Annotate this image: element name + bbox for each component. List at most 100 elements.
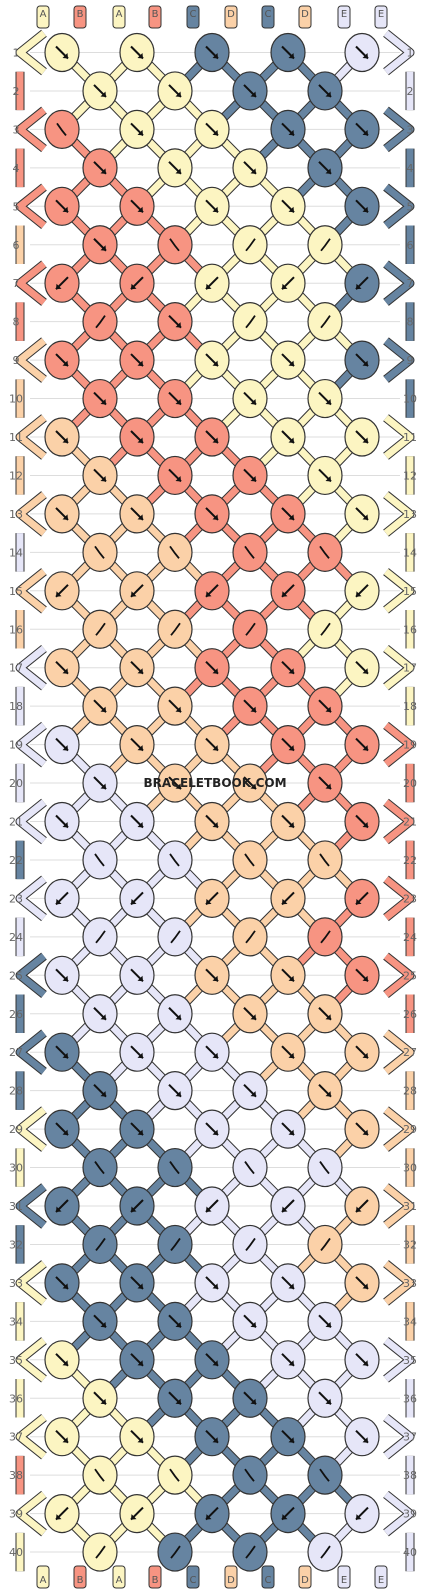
knot-arrowhead: [62, 206, 68, 213]
row-label-left: 29: [9, 1123, 23, 1136]
edge-thread: [383, 722, 414, 767]
knot: [119, 263, 155, 303]
knot-arrow-icon: [56, 122, 67, 136]
knot-arrowhead: [288, 360, 294, 367]
knot: [157, 1224, 193, 1265]
knot: [232, 1455, 268, 1495]
row-label-right: 12: [403, 469, 417, 482]
knot: [119, 340, 155, 380]
edge-thread: [383, 799, 414, 844]
row-label-left: 14: [9, 546, 23, 559]
knot-arrowhead: [356, 283, 362, 290]
knot: [344, 724, 380, 765]
string-label-top: C: [265, 9, 272, 20]
knot-arrow-icon: [319, 1468, 330, 1482]
knot-arrowhead: [288, 975, 294, 982]
string-label-bottom: C: [190, 1575, 197, 1586]
knot-arrowhead: [288, 129, 294, 136]
row-label-right: 15: [403, 585, 417, 598]
knot: [270, 186, 306, 226]
knot: [344, 186, 380, 226]
knot: [44, 1493, 80, 1534]
string-label-top: A: [40, 9, 47, 20]
knot-arrow-icon: [95, 622, 106, 636]
knot: [157, 302, 193, 342]
knot: [194, 263, 230, 303]
knot-arrowhead: [62, 1437, 68, 1443]
knot-arrowhead: [62, 1129, 68, 1136]
knot: [44, 1032, 80, 1072]
knot-arrowhead: [212, 975, 218, 982]
row-label-right: 23: [403, 892, 417, 905]
knot-arrowhead: [212, 53, 218, 59]
knot-arrowhead: [362, 975, 368, 982]
knot-arrowhead: [175, 1321, 181, 1328]
string-tag-bottom: [112, 1565, 126, 1589]
knot: [194, 186, 230, 226]
knot: [194, 878, 230, 919]
knot: [194, 1109, 230, 1149]
string-label-bottom: D: [301, 1575, 309, 1586]
knot: [82, 1378, 118, 1418]
knot: [82, 994, 118, 1034]
row-label-left: 25: [9, 969, 23, 982]
knot: [119, 1109, 155, 1149]
knot: [232, 1301, 268, 1341]
knot-arrowhead: [137, 975, 143, 982]
edge-thread: [16, 415, 47, 459]
edge-thread: [383, 1184, 414, 1228]
knot-arrow-icon: [244, 1468, 255, 1482]
knot: [194, 494, 230, 534]
knot-arrowhead: [362, 1283, 368, 1289]
row-label-right: 25: [403, 969, 417, 982]
knot: [270, 340, 306, 380]
string-tag-top: [148, 5, 162, 29]
row-label-right: 9: [407, 354, 414, 367]
knot-arrowhead: [100, 1014, 106, 1020]
knot: [270, 1109, 306, 1149]
knot-arrowhead: [56, 1514, 62, 1520]
knot: [232, 763, 268, 803]
knot: [194, 571, 230, 611]
knot-arrowhead: [250, 168, 256, 174]
knot-arrow-icon: [320, 238, 331, 252]
knot-arrowhead: [362, 514, 368, 520]
knot: [157, 763, 193, 803]
knot-arrow-icon: [319, 545, 330, 559]
knot-arrowhead: [325, 91, 331, 97]
edge-thread: [383, 645, 414, 690]
knot-arrowhead: [362, 53, 368, 59]
knot-arrowhead: [62, 668, 68, 674]
string-tag-top: [337, 5, 351, 29]
knot: [119, 724, 155, 765]
knot-arrowhead: [137, 53, 143, 59]
row-label-right: 20: [403, 777, 417, 790]
knot: [194, 648, 230, 688]
knot-arrow-icon: [94, 1161, 105, 1175]
knot: [270, 417, 306, 457]
knot-arrowhead: [100, 399, 106, 405]
knot-arrowhead: [356, 1206, 362, 1212]
knot: [119, 186, 155, 226]
knot-arrowhead: [175, 1091, 181, 1097]
knot-arrowhead: [325, 1398, 331, 1405]
knot: [119, 571, 155, 611]
knot-arrow-icon: [169, 1161, 180, 1175]
knot: [344, 878, 380, 919]
edge-thread: [16, 184, 47, 229]
knot-arrowhead: [250, 1014, 256, 1020]
knot-arrowhead: [56, 1206, 62, 1212]
knot: [194, 1417, 230, 1457]
edge-thread: [383, 1107, 414, 1152]
knot: [232, 378, 268, 419]
row-label-right: 34: [403, 1315, 417, 1328]
knot: [157, 455, 193, 496]
edge-thread: [16, 1030, 47, 1075]
knot-arrowhead: [62, 975, 68, 982]
edge-thread: [16, 338, 47, 383]
knot-arrowhead: [175, 91, 181, 97]
knot: [44, 1263, 80, 1303]
knot: [119, 32, 155, 73]
